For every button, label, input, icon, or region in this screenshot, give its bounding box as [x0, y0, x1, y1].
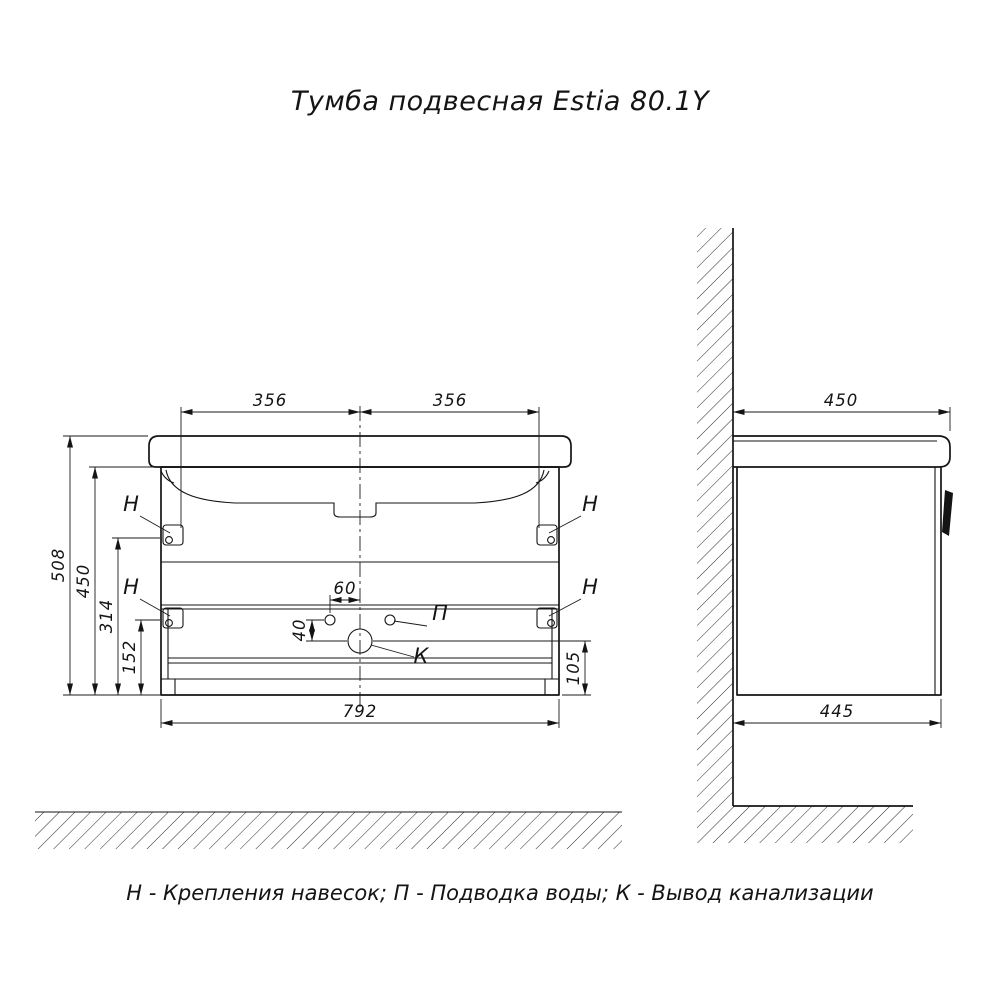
floor-hatch — [697, 806, 913, 843]
mount-bracket-top-right — [536, 524, 558, 546]
cabinet-outline — [160, 466, 560, 696]
basin-corner-right — [535, 470, 550, 484]
label-mount-top-left: Н — [123, 492, 139, 516]
dim-105: 105 — [564, 651, 583, 686]
dim-356-right: 356 — [433, 391, 468, 410]
mount-brackets — [162, 524, 558, 629]
wall-hatch — [697, 228, 733, 806]
dim-356-left: 356 — [253, 391, 288, 410]
dim-508: 508 — [49, 548, 68, 583]
countertop-front — [148, 435, 572, 468]
dim-width: 792 — [160, 699, 560, 728]
leader-lines — [139, 515, 582, 658]
dim-314: 314 — [97, 599, 116, 634]
water-supply-point-left — [324, 614, 336, 626]
dim-water-offset: 60 — [329, 579, 360, 613]
dim-depth-bottom: 445 — [733, 699, 942, 728]
dim-792: 792 — [343, 702, 378, 721]
label-drain: К — [414, 644, 430, 668]
dim-depth-top: 450 — [733, 391, 951, 431]
mount-bracket-bottom-right — [536, 607, 558, 629]
legend-text: Н - Крепления навесок; П - Подводка воды… — [126, 881, 874, 905]
drawing-title: Тумба подвесная Estia 80.1Y — [290, 86, 710, 117]
label-mount-top-right: Н — [582, 492, 598, 516]
dim-60: 60 — [334, 579, 357, 598]
water-supply-point-right — [384, 614, 396, 626]
mount-bracket-top-left — [162, 524, 184, 546]
handle-profile — [942, 490, 953, 536]
basin-corner-left — [160, 470, 175, 484]
basin-bowl — [165, 469, 545, 518]
side-view: 450 445 — [697, 228, 953, 843]
dim-450-side: 450 — [824, 391, 859, 410]
dim-water-to-drain: 40 — [290, 619, 347, 642]
dim-drain-height: 105 — [373, 640, 591, 696]
label-mount-bottom-left: Н — [123, 575, 139, 599]
dim-445: 445 — [820, 702, 855, 721]
dim-heights-left: 508 450 314 152 — [49, 435, 161, 696]
ground-hatch-front — [35, 811, 622, 849]
mount-bracket-bottom-left — [162, 607, 184, 629]
label-water-supply: П — [432, 601, 448, 625]
dim-450: 450 — [74, 564, 93, 599]
cabinet-side — [736, 467, 942, 696]
dim-mount-spacing: 356 356 — [180, 391, 540, 528]
countertop-side — [733, 435, 951, 468]
dim-152: 152 — [120, 640, 139, 675]
front-view: Н Н Н Н П К 356 356 — [49, 391, 598, 728]
label-mount-bottom-right: Н — [582, 575, 598, 599]
dim-40: 40 — [290, 619, 309, 642]
